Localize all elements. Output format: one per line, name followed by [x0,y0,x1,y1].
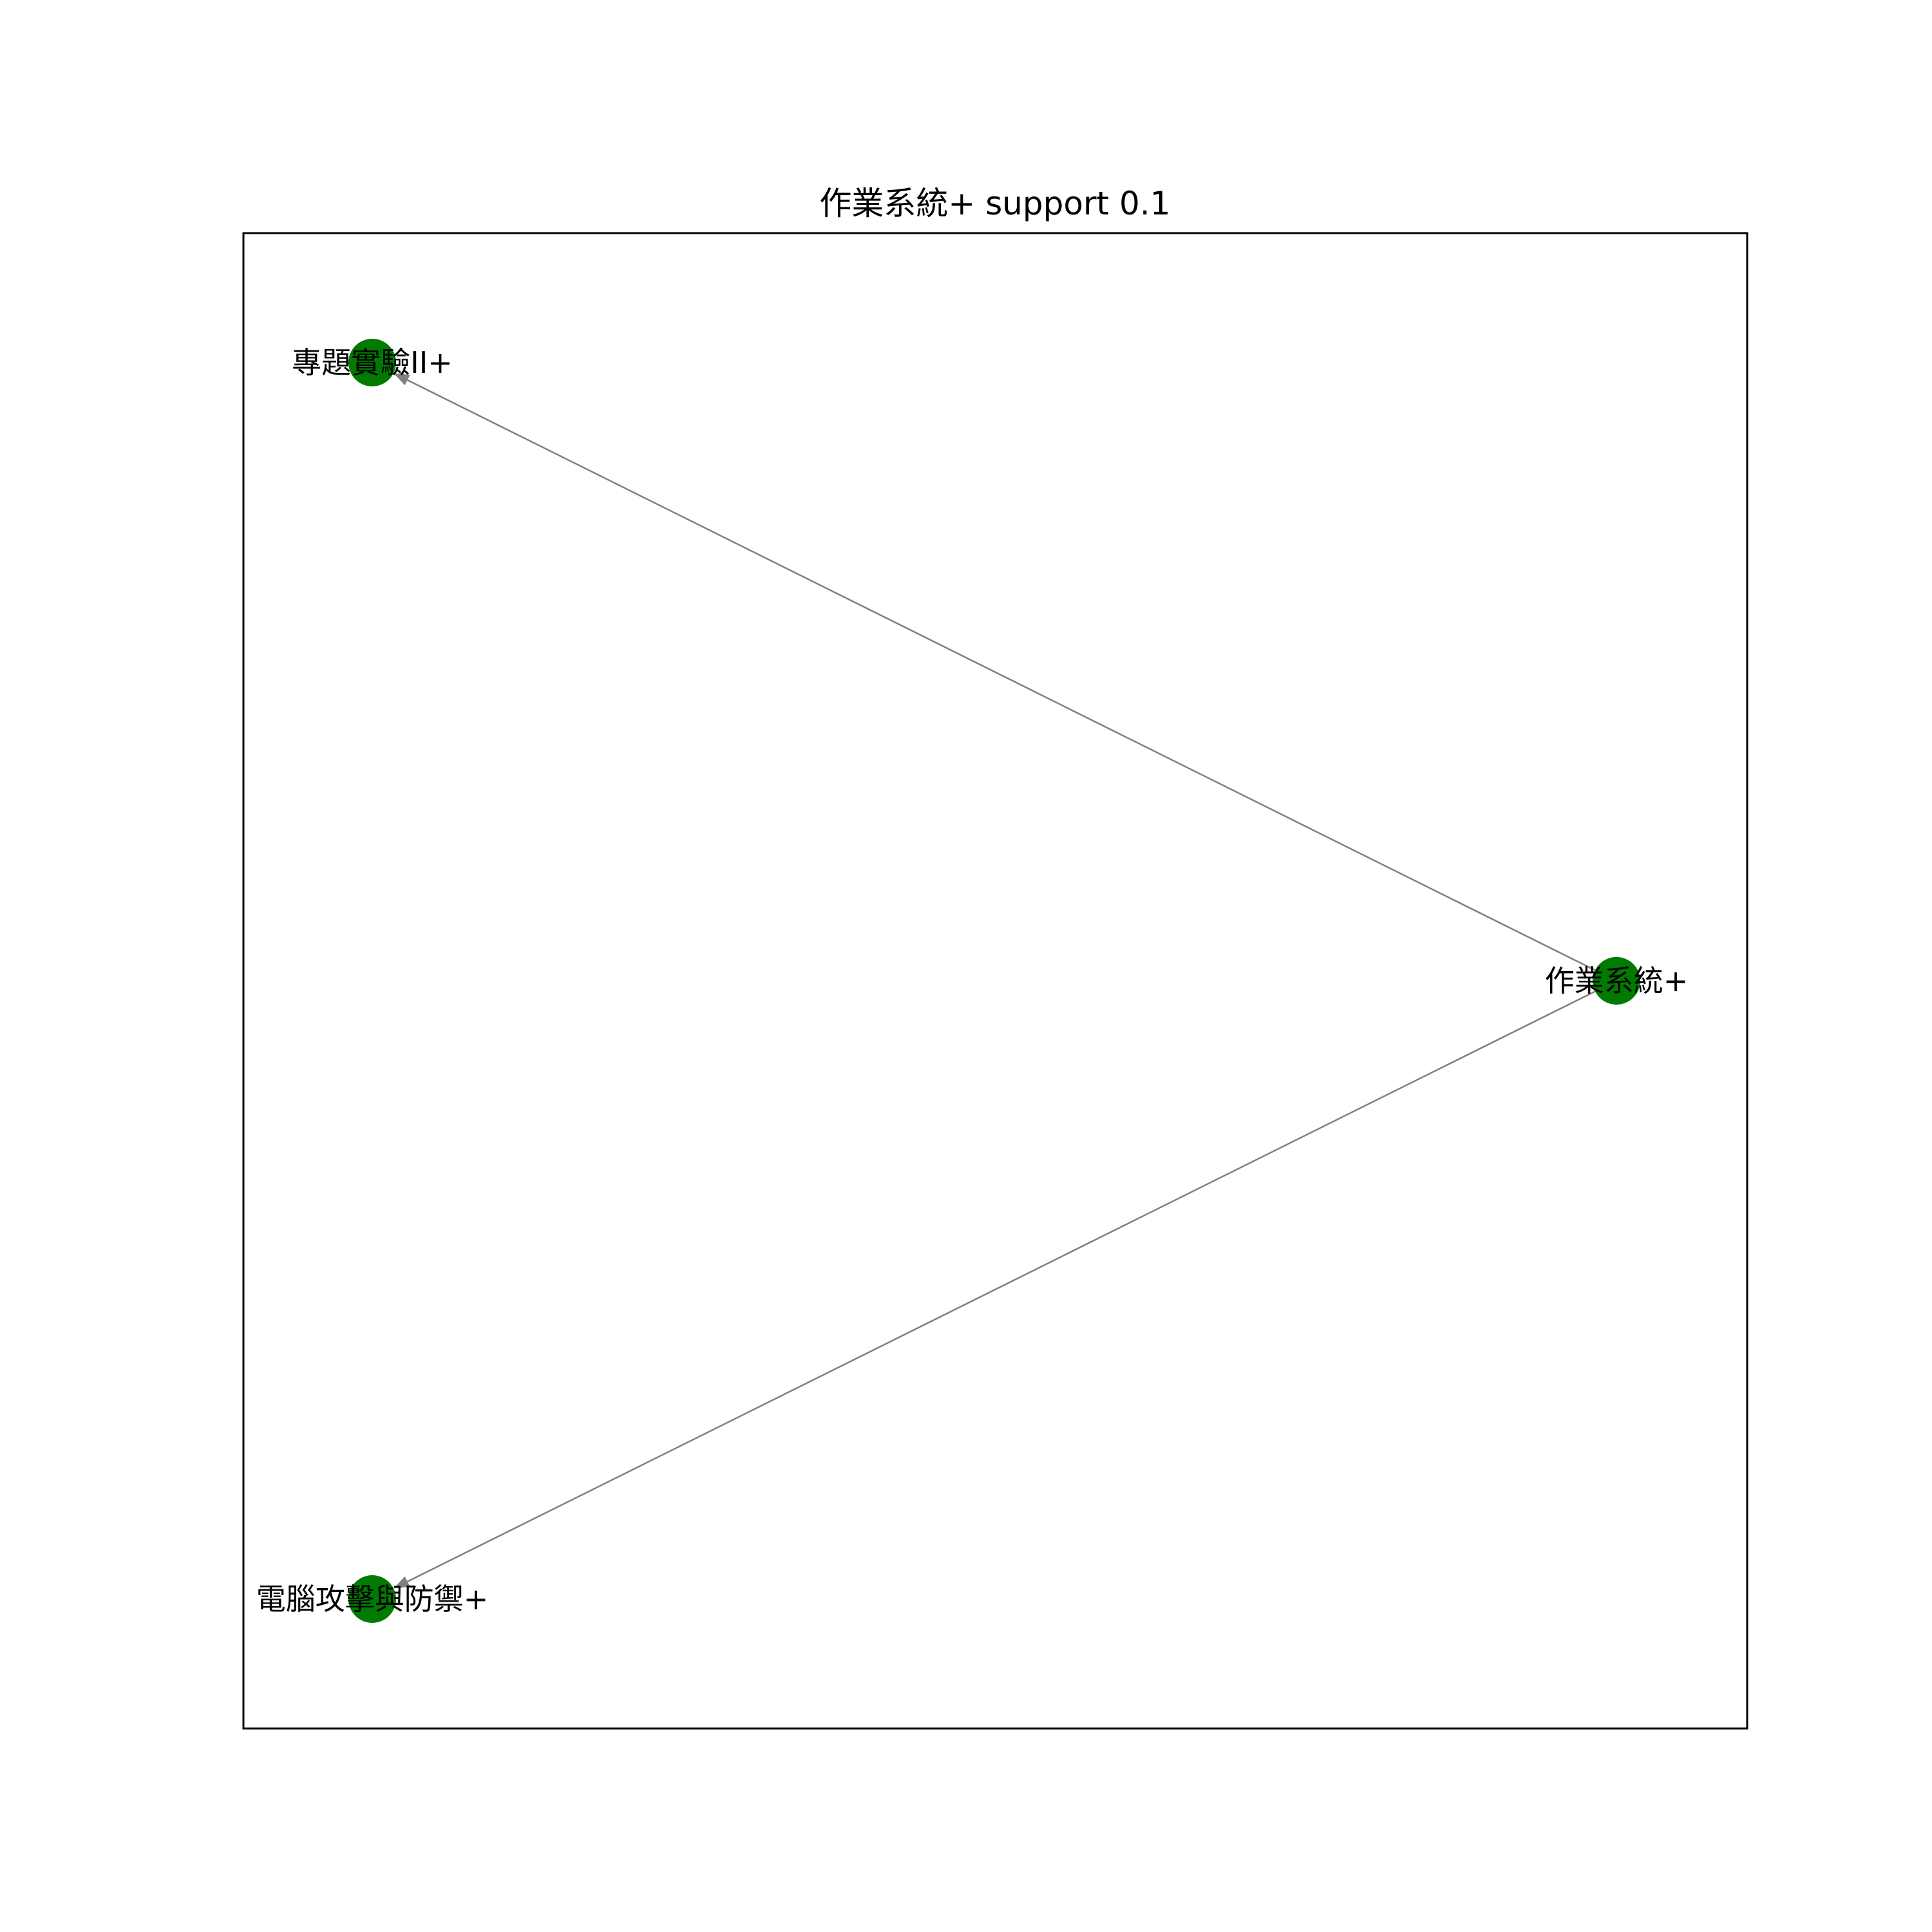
edge-line [401,990,1596,1586]
edges-layer [393,373,1596,1589]
nodes-layer: 作業系統+ 專題實驗II+ 電腦攻擊與防禦+ [256,339,1689,1623]
arrow-head [393,1576,410,1589]
graph-node: 專題實驗II+ [292,339,453,386]
node-label: 專題實驗II+ [292,345,453,380]
edge-n1-n3 [393,990,1596,1589]
node-label: 作業系統+ [1545,963,1689,998]
node-circle [1593,957,1640,1005]
node-label: 電腦攻擊與防禦+ [256,1582,489,1616]
graph-title: 作業系統+ support 0.1 [819,185,1170,222]
graph-node: 作業系統+ [1545,957,1689,1005]
graph-node: 電腦攻擊與防禦+ [256,1575,489,1623]
edge-line [401,376,1596,971]
node-circle [348,1575,396,1623]
arrow-head [393,373,410,386]
node-circle [348,339,396,386]
edge-n1-n2 [393,373,1596,971]
plot-frame [242,232,1748,1730]
